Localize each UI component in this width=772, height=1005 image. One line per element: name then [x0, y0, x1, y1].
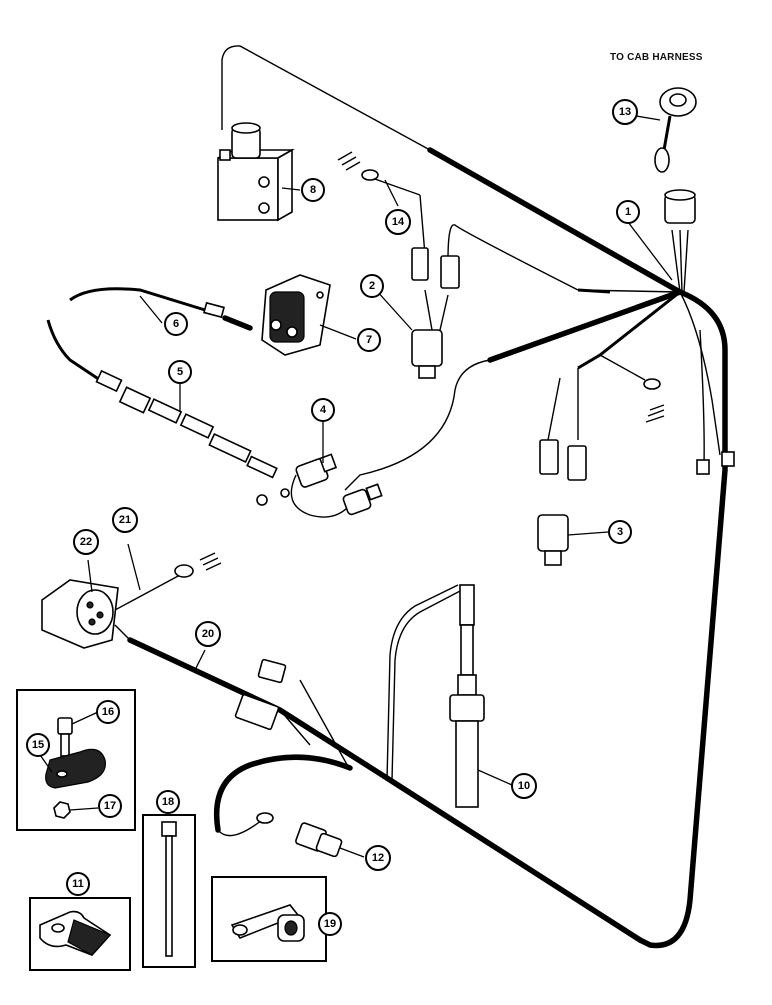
temp-sender-10-part — [449, 584, 485, 808]
clamp-inset — [16, 689, 136, 831]
callout-3: 3 — [608, 520, 632, 544]
callout-22: 22 — [73, 529, 99, 555]
svg-text:8: 8 — [310, 184, 316, 196]
svg-text:12: 12 — [372, 852, 384, 864]
callout-15: 15 — [26, 733, 50, 757]
sensor-12-part — [256, 812, 343, 858]
svg-text:14: 14 — [392, 216, 405, 228]
sender-3-part — [537, 439, 587, 566]
lead-21-part — [174, 552, 222, 578]
callout-11: 11 — [66, 872, 90, 896]
svg-text:1: 1 — [625, 206, 631, 218]
svg-text:16: 16 — [102, 706, 114, 718]
svg-text:20: 20 — [202, 628, 214, 640]
svg-text:19: 19 — [324, 918, 336, 930]
main-harness — [114, 45, 728, 949]
callout-16: 16 — [96, 700, 120, 724]
callout-1: 1 — [616, 200, 640, 224]
clamp-19-inset — [211, 876, 327, 962]
to-cab-harness-label: TO CAB HARNESS — [610, 52, 703, 63]
svg-text:13: 13 — [619, 106, 631, 118]
solenoid-valve-part — [217, 122, 296, 222]
right-connectors — [696, 451, 735, 475]
svg-text:17: 17 — [104, 800, 116, 812]
svg-text:6: 6 — [173, 318, 179, 330]
callout-2: 2 — [360, 274, 384, 298]
svg-text:11: 11 — [72, 878, 84, 890]
svg-text:3: 3 — [617, 526, 623, 538]
harness-20-connectors — [234, 658, 287, 731]
svg-text:22: 22 — [80, 536, 92, 548]
callout-leaders — [37, 111, 673, 858]
callout-6: 6 — [164, 312, 188, 336]
ground-lead-3 — [643, 378, 665, 423]
svg-text:15: 15 — [32, 739, 44, 751]
tie-strap-18-inset — [142, 814, 196, 968]
svg-text:21: 21 — [119, 514, 131, 526]
callout-12: 12 — [365, 845, 391, 871]
cab-connector-ring-part — [654, 87, 697, 173]
callout-8: 8 — [301, 178, 325, 202]
svg-text:10: 10 — [518, 780, 530, 792]
svg-text:7: 7 — [366, 334, 372, 346]
svg-text:18: 18 — [162, 796, 174, 808]
socket-22-part — [41, 579, 119, 649]
svg-text:2: 2 — [369, 280, 375, 292]
relay-lead-part — [69, 287, 253, 331]
ground-lead-14 — [337, 151, 379, 181]
callout-19: 19 — [318, 912, 342, 936]
sender-2-part — [411, 247, 460, 379]
starter-relay-part — [261, 274, 331, 356]
terminal-11-inset — [29, 897, 131, 971]
callout-17: 17 — [98, 794, 122, 818]
cab-harness-connector — [664, 189, 696, 224]
callout-14: 14 — [385, 209, 411, 235]
pressure-switch-part — [290, 453, 383, 518]
callout-18: 18 — [156, 790, 180, 814]
callout-10: 10 — [511, 773, 537, 799]
callout-4: 4 — [311, 398, 335, 422]
callout-13: 13 — [612, 99, 638, 125]
callout-21: 21 — [112, 507, 138, 533]
callout-5: 5 — [168, 360, 192, 384]
svg-text:4: 4 — [320, 404, 327, 416]
callout-20: 20 — [195, 621, 221, 647]
callout-7: 7 — [357, 328, 381, 352]
cable-assembly-part — [46, 319, 290, 506]
svg-text:5: 5 — [177, 366, 183, 378]
